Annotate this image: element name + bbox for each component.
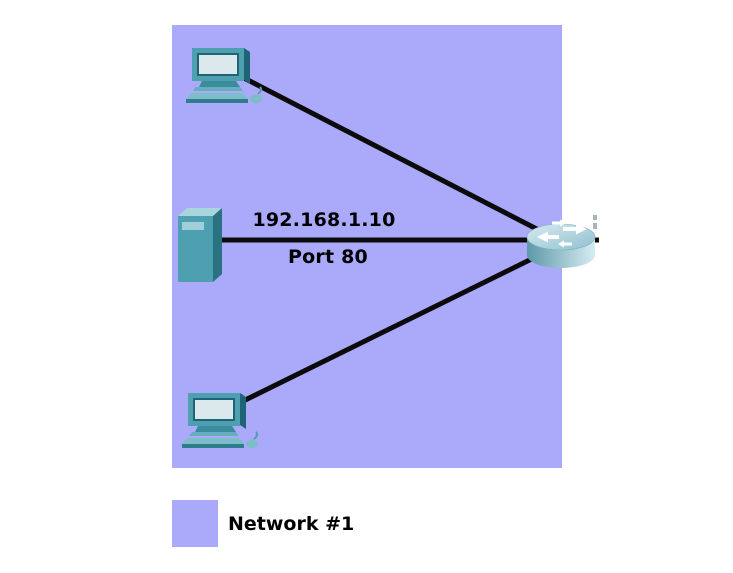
router-arrow-small-right-icon: [552, 219, 566, 227]
pc-monitor-base: [189, 432, 239, 436]
pc-keyboard-front: [182, 444, 244, 448]
server-top: [178, 208, 222, 216]
pc-monitor-side: [240, 393, 246, 429]
link-pc-top-router[interactable]: [238, 73, 562, 244]
router-icon[interactable]: [524, 214, 600, 272]
server-drive-slot: [182, 222, 204, 230]
link-pc-bottom-router[interactable]: [229, 242, 562, 410]
clipped-label-fragment: [593, 215, 597, 220]
clipped-label-fragment: [593, 223, 597, 229]
pc-keyboard-top: [186, 93, 248, 99]
server-side: [213, 208, 222, 282]
pc-monitor-neck: [195, 426, 236, 432]
pc-monitor-neck: [199, 81, 240, 87]
pc-mouse: [250, 94, 262, 104]
router-arrow-right-icon: [563, 223, 587, 235]
router-arrow-small-left-icon: [558, 240, 572, 248]
legend-label: Network #1: [228, 512, 355, 535]
pc-monitor-base: [193, 87, 243, 91]
router-arrow-left-icon: [537, 231, 559, 243]
pc-mouse: [246, 439, 258, 449]
legend-swatch: [172, 500, 218, 547]
server-port-label: Port 80: [288, 246, 368, 268]
pc-mouse-cable: [257, 86, 263, 95]
pc-top-icon[interactable]: [186, 44, 266, 108]
server-ip-label: 192.168.1.10: [252, 209, 396, 231]
pc-bottom-icon[interactable]: [182, 389, 262, 453]
pc-mouse-cable: [253, 431, 259, 440]
pc-screen: [193, 398, 235, 421]
server-icon[interactable]: [174, 206, 224, 286]
legend: Network #1: [172, 500, 354, 547]
pc-monitor-side: [244, 48, 250, 84]
pc-keyboard-front: [186, 99, 248, 103]
pc-screen: [197, 53, 239, 76]
pc-keyboard-top: [182, 438, 244, 444]
